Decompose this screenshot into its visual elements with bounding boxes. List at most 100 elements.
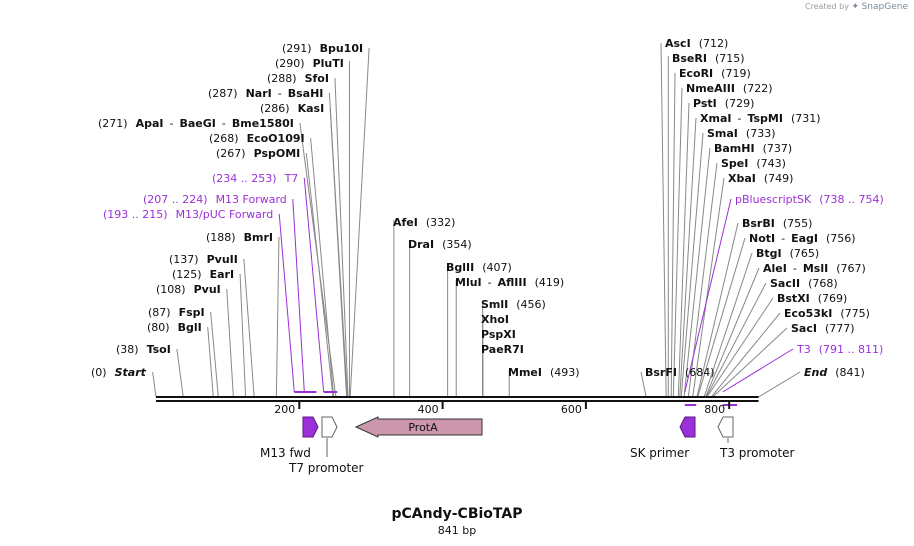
enzyme-name: PvuII <box>207 253 238 266</box>
enzyme-name: KasI <box>298 102 325 115</box>
enzyme-name: XbaI <box>728 172 756 185</box>
site-position: (108) <box>156 283 186 296</box>
site-position: (267) <box>216 147 246 160</box>
site-label: (288)SfoI <box>267 72 329 85</box>
enzyme-name: NmeAIII <box>686 82 735 95</box>
site-position: (287) <box>208 87 238 100</box>
primer-text: M13 Forward <box>216 193 287 206</box>
site-position: (271) <box>98 117 128 130</box>
site-label: NotI-EagI(756) <box>749 232 856 245</box>
enzyme-name: BmrI <box>244 231 273 244</box>
site-position: (712) <box>699 37 729 50</box>
site-label: (271)ApaI-BaeGI-Bme1580I <box>98 117 294 130</box>
site-leader-line <box>310 137 335 398</box>
end-marker-label: End <box>804 366 827 379</box>
enzyme-name: SacI <box>791 322 817 335</box>
enzyme-name: BglI <box>178 321 202 334</box>
site-label: (80)BglI <box>147 321 202 334</box>
enzyme-name: MmeI <box>508 366 542 379</box>
site-label: BglII(407) <box>446 261 512 274</box>
enzyme-name: SfoI <box>305 72 329 85</box>
site-leader-line <box>176 348 184 398</box>
site-label: SacI(777) <box>791 322 855 335</box>
site-position: (188) <box>206 231 236 244</box>
site-label: XmaI-TspMI(731) <box>700 112 821 125</box>
site-position: (286) <box>260 102 290 115</box>
site-position: (767) <box>836 262 866 275</box>
enzyme-name: BtgI <box>756 247 782 260</box>
ruler-tick-label: 200 <box>274 403 295 416</box>
site-label: (268)EcoO109I <box>209 132 305 145</box>
site-leader-line <box>292 198 305 393</box>
site-leader-line <box>329 107 348 398</box>
primer-text: (791 .. 811) <box>819 343 884 356</box>
enzyme-name: PspXI <box>481 328 516 341</box>
site-leader-line <box>712 327 788 398</box>
primer-text: (738 .. 754) <box>819 193 884 206</box>
site-position: (87) <box>148 306 171 319</box>
enzyme-name: AscI <box>665 37 691 50</box>
enzyme-name: MslI <box>803 262 828 275</box>
site-leader-line <box>207 326 214 398</box>
site-label: NmeAIII(722) <box>686 82 773 95</box>
site-label: (0)Start <box>91 366 147 379</box>
site-leader-line <box>670 72 676 398</box>
feature-label: T7 promoter <box>288 461 364 475</box>
site-label: (87)FspI <box>148 306 205 319</box>
enzyme-name: TsoI <box>147 343 171 356</box>
promoter-feature-arrow <box>321 416 338 438</box>
enzyme-name: XmaI <box>700 112 731 125</box>
site-position: (768) <box>808 277 838 290</box>
site-leader-line <box>275 236 280 398</box>
enzyme-name: TspMI <box>747 112 783 125</box>
site-label: XbaI(749) <box>728 172 793 185</box>
dna-backbone <box>156 396 759 402</box>
site-position: (756) <box>826 232 856 245</box>
site-leader-line <box>692 177 725 398</box>
site-label: EcoRI(719) <box>679 67 751 80</box>
site-leader-line <box>210 311 219 398</box>
site-leader-line <box>660 42 667 398</box>
site-labels: (291)Bpu10I(290)PluTI(288)SfoI(287)NarI-… <box>91 37 884 379</box>
plasmid-size: 841 bp <box>437 524 477 537</box>
site-label: (291)Bpu10I <box>282 42 363 55</box>
enzyme-separator: - <box>170 117 174 130</box>
snapgene-credit: Created by ✦ SnapGene <box>805 2 908 12</box>
site-label: XhoI <box>481 313 509 326</box>
enzyme-name: PaeR7I <box>481 343 524 356</box>
site-label: (267)PspOMI <box>216 147 300 160</box>
primer-text: (193 .. 215) <box>103 208 168 221</box>
site-leader-line <box>696 222 739 398</box>
site-leader-line <box>640 371 647 398</box>
site-leader-line <box>679 117 697 398</box>
site-leader-line <box>677 102 690 398</box>
primer-text: T7 <box>284 172 299 185</box>
site-position: (125) <box>172 268 202 281</box>
site-position: (456) <box>516 298 546 311</box>
enzyme-separator: - <box>222 117 226 130</box>
enzyme-name: Bpu10I <box>320 42 364 55</box>
primer-text: (234 .. 253) <box>212 172 277 185</box>
enzyme-separator: - <box>781 232 785 245</box>
site-label: (287)NarI-BsaHI <box>208 87 323 100</box>
primer-feature-arrow <box>302 416 319 438</box>
enzyme-separator: - <box>278 87 282 100</box>
site-label: BamHI(737) <box>714 142 792 155</box>
enzyme-name: SmaI <box>707 127 738 140</box>
site-position: (743) <box>756 157 786 170</box>
enzyme-name: NotI <box>749 232 775 245</box>
credit-brand: SnapGene <box>861 2 908 12</box>
site-position: (731) <box>791 112 821 125</box>
site-position: (769) <box>818 292 848 305</box>
site-label: (193 .. 215)M13/pUC Forward <box>103 208 273 221</box>
enzyme-name: AfeI <box>393 216 418 229</box>
site-label: End(841) <box>804 366 865 379</box>
enzyme-name: SacII <box>770 277 800 290</box>
site-position: (729) <box>725 97 755 110</box>
site-label: BtgI(765) <box>756 247 819 260</box>
site-label: (188) BmrI <box>206 231 273 244</box>
site-label: MluI-AflIII(419) <box>455 276 564 289</box>
site-label: DraI(354) <box>408 238 472 251</box>
